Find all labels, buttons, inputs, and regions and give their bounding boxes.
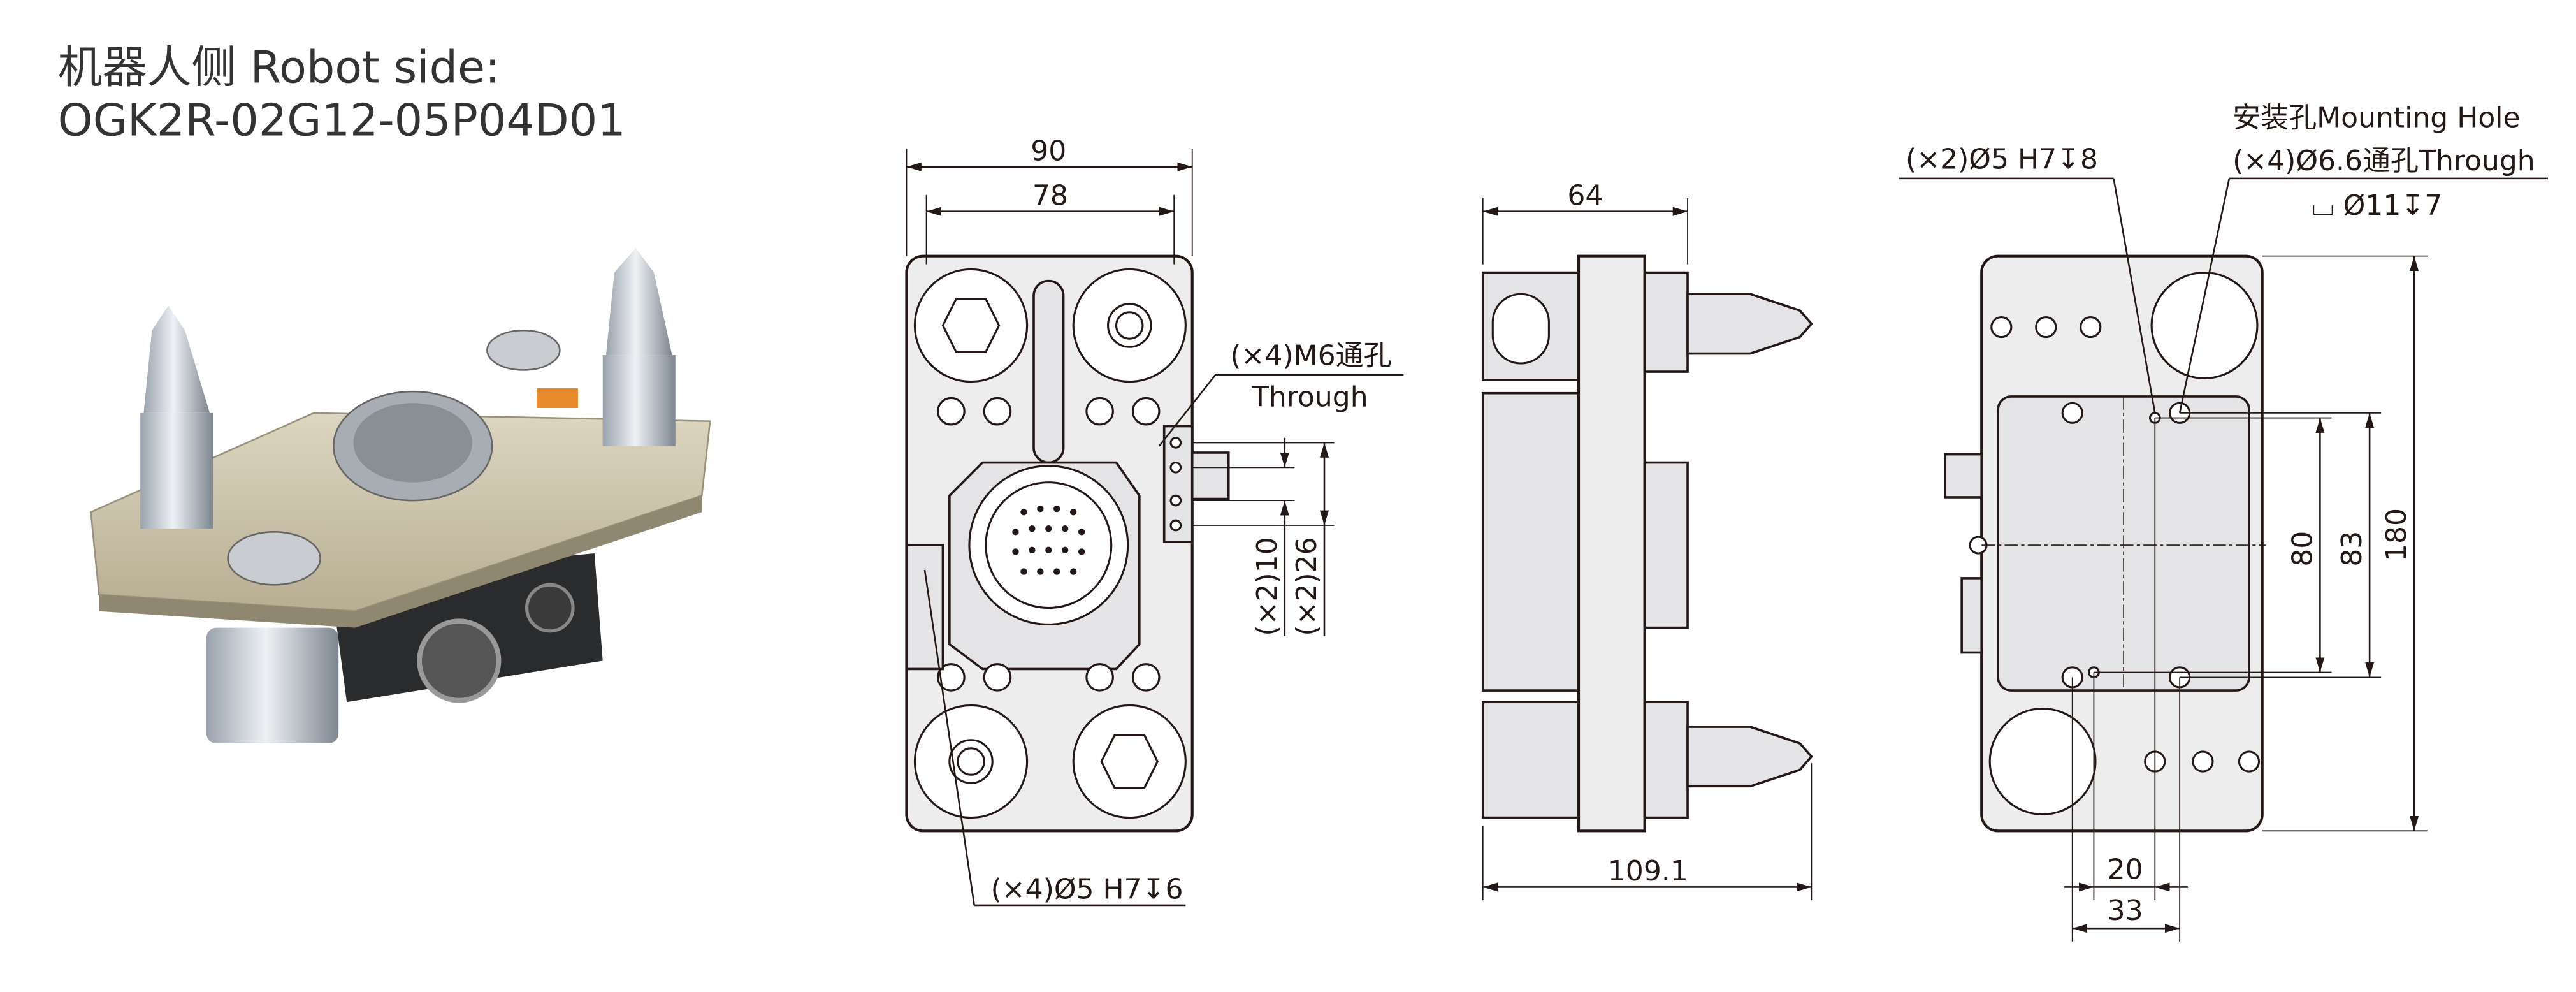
counterbore-spec: ⌴ Ø11↧7	[2312, 189, 2442, 222]
product-photo	[90, 247, 711, 744]
title-line-1: 机器人侧 Robot side:	[58, 42, 500, 94]
dim-pitch-26: (×2)26	[1291, 537, 1323, 636]
front-pin-hole-note: (×4)Ø5 H7↧6	[991, 873, 1183, 906]
dim-rear-33: 33	[2108, 894, 2143, 927]
side-view: 64 109.1	[1481, 179, 1813, 901]
dim-side-109-1: 109.1	[1608, 855, 1688, 887]
dim-pitch-10: (×2)10	[1251, 537, 1284, 636]
rear-view: (×2)Ø5 H7↧8 安装孔Mounting Hole (×4)Ø6.6通孔T…	[1899, 102, 2548, 942]
product-code: OGK2R-02G12-05P04D01	[58, 95, 626, 147]
dim-rear-83: 83	[2336, 531, 2368, 567]
dim-rear-20: 20	[2108, 853, 2143, 886]
dim-front-width-90: 90	[1031, 135, 1066, 167]
mounting-hole-spec: (×4)Ø6.6通孔Through	[2232, 145, 2535, 177]
dim-rear-80: 80	[2286, 531, 2319, 567]
m6-hole-note: (×4)M6通孔	[1230, 340, 1391, 372]
dim-rear-180: 180	[2380, 508, 2413, 562]
rear-pin-hole-note: (×2)Ø5 H7↧8	[1906, 143, 2098, 175]
dim-front-width-78: 78	[1032, 179, 1068, 212]
m6-hole-note-through: Through	[1251, 381, 1368, 413]
dim-side-64: 64	[1567, 179, 1603, 212]
front-view: 90 78 (×4)M6通孔 Through (×2)10 (×2)26 (×4…	[905, 135, 1404, 907]
mounting-hole-title: 安装孔Mounting Hole	[2232, 102, 2521, 135]
